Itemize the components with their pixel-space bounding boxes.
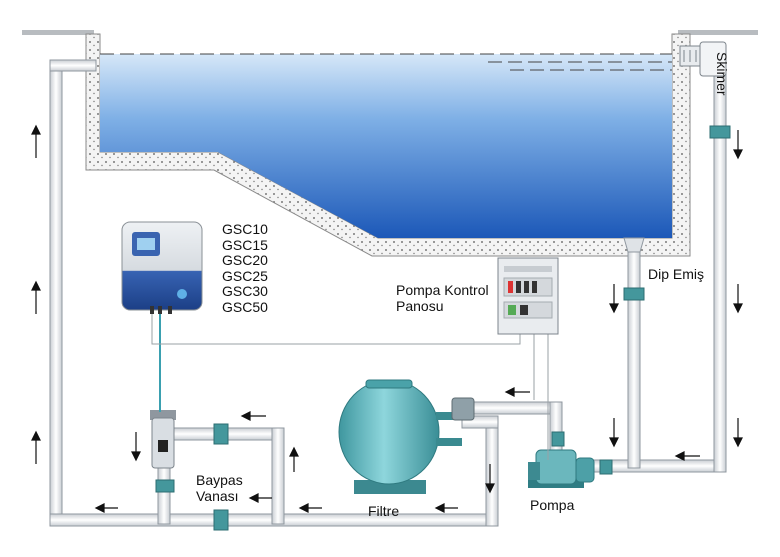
pump-panel-label-line1: Pompa Kontrol — [396, 282, 489, 298]
skimmer-label: Skimer — [714, 52, 730, 96]
model-item: GSC25 — [222, 267, 268, 284]
model-item: GSC15 — [222, 236, 268, 253]
flow-arrow-icon — [31, 124, 743, 513]
model-item: GSC50 — [222, 298, 268, 315]
sand-filter — [338, 379, 475, 494]
pump-label: Pompa — [530, 497, 575, 513]
filter-label: Filtre — [368, 503, 400, 519]
main-drain — [623, 237, 645, 253]
model-item: GSC30 — [222, 283, 268, 299]
bypass-label-line2: Vanası — [196, 488, 239, 504]
dip-suction-label: Dip Emiş — [648, 266, 705, 282]
chlorinator-cell — [150, 410, 176, 469]
pump-panel-label-line2: Panosu — [396, 298, 444, 314]
control-wire — [151, 310, 521, 345]
valve-icon — [155, 125, 731, 531]
pump-control-panel — [497, 257, 559, 335]
pool-water — [100, 54, 672, 238]
chlorinator-controller — [121, 221, 203, 314]
skimmer — [679, 41, 727, 77]
pump — [528, 449, 595, 488]
model-item: GSC10 — [222, 221, 268, 237]
model-item: GSC20 — [222, 252, 268, 268]
pipe-network — [49, 59, 727, 527]
ground-right — [678, 30, 758, 35]
ground-left — [22, 30, 94, 35]
model-list: GSC10 GSC15 GSC20 GSC25 GSC30 GSC50 — [222, 221, 292, 315]
bypass-label-line1: Baypas — [196, 472, 243, 488]
